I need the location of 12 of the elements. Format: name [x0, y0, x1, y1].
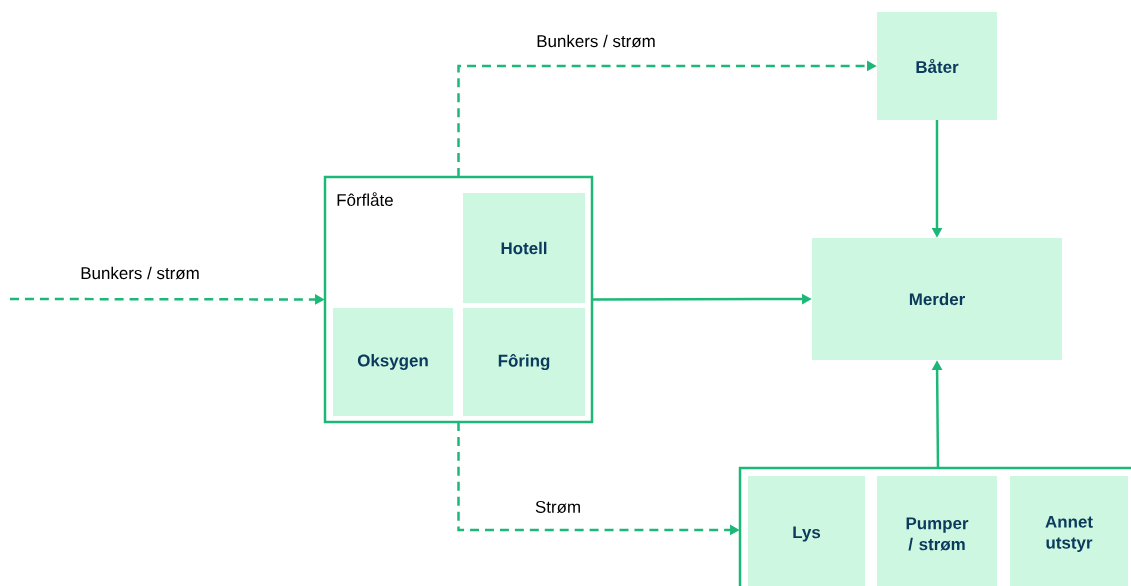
process-box: Merder	[812, 238, 1062, 360]
edge-label: Strøm	[532, 498, 584, 516]
process-box: Fôring	[463, 308, 585, 416]
process-box: Lys	[748, 476, 865, 586]
edge-label: Bunkers / strøm	[534, 32, 658, 50]
group-title: Fôrflåte	[337, 192, 393, 206]
process-box: Hotell	[463, 193, 585, 303]
process-box: Annet utstyr	[1010, 476, 1128, 586]
process-box: Båter	[877, 12, 997, 120]
process-box: Pumper / strøm	[877, 476, 997, 586]
edge-label: Bunkers / strøm	[78, 264, 202, 282]
process-box: Oksygen	[333, 308, 453, 416]
